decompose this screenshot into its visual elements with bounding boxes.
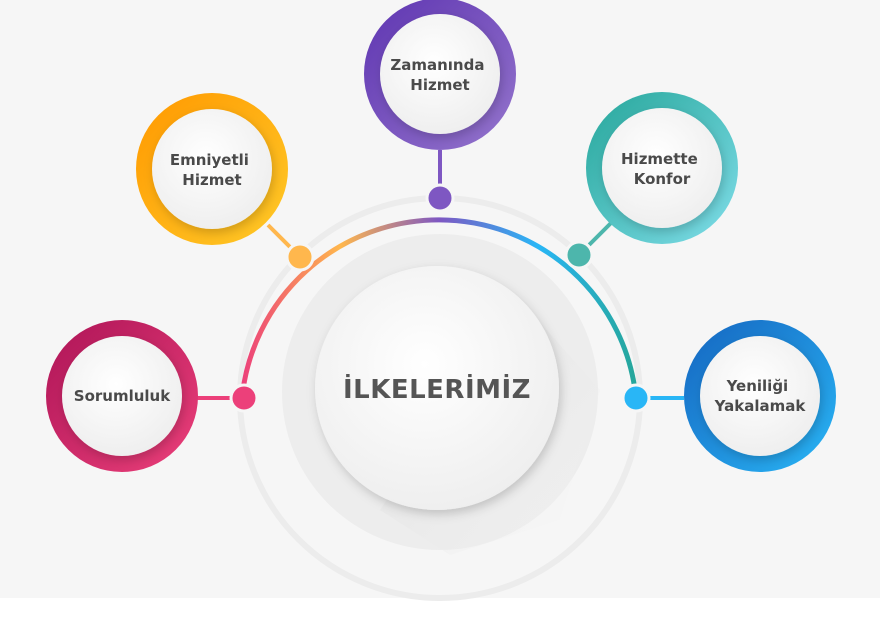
principle-label-line: Yeniliği [726, 377, 789, 395]
connector-dot-emniyetli [285, 242, 315, 272]
principle-zamaninda-hizmet: Zamanında Hizmet [364, 0, 516, 150]
principle-label: Hizmette Konfor [621, 150, 703, 188]
principle-label-line: Hizmet [182, 171, 241, 189]
principle-label: Emniyetli Hizmet [170, 151, 254, 189]
connector-dot-konfor [564, 240, 594, 270]
principles-arc [239, 217, 639, 399]
principle-label-line: Zamanında [390, 56, 484, 74]
principle-yeniligi-yakalamak: Yeniliği Yakalamak [684, 320, 836, 472]
principle-label: Zamanında Hizmet [390, 56, 489, 94]
principle-label-line: Konfor [634, 170, 691, 188]
principle-emniyetli-hizmet: Emniyetli Hizmet [136, 93, 288, 245]
principle-label-line: Sorumluluk [74, 387, 171, 405]
connector-dot-sorumluluk [229, 383, 259, 413]
principle-label: Yeniliği Yakalamak [714, 377, 807, 415]
principle-label-line: Emniyetli [170, 151, 249, 169]
principle-label-line: Hizmette [621, 150, 698, 168]
principle-label: Sorumluluk [74, 387, 171, 405]
center-disk [315, 266, 559, 510]
connector-dot-yenilik [621, 383, 651, 413]
principle-hizmette-konfor: Hizmette Konfor [586, 92, 738, 244]
center-title: İLKELERİMİZ [343, 373, 531, 405]
connector-dot-zamaninda [425, 183, 455, 213]
principle-sorumluluk: Sorumluluk [46, 320, 198, 472]
principle-label-line: Hizmet [410, 76, 469, 94]
principle-label-line: Yakalamak [714, 397, 807, 415]
